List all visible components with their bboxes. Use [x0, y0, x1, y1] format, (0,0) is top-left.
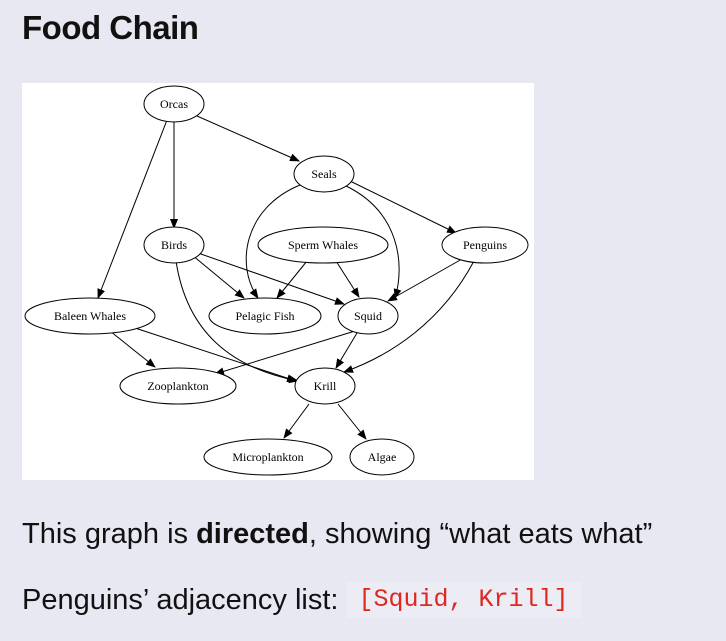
graph-description: This graph is directed, showing “what ea…	[22, 516, 652, 552]
node-orcas: Orcas	[143, 85, 205, 123]
node-label-algae: Algae	[368, 450, 397, 464]
node-algae: Algae	[349, 438, 415, 476]
food-chain-diagram: Orcas Seals Birds Sperm Whales Penguins …	[22, 83, 534, 480]
node-label-sperm-whales: Sperm Whales	[288, 238, 358, 252]
description-emphasis: directed	[196, 518, 309, 550]
edge-baleen-whales-zooplankton	[109, 330, 156, 368]
node-microplankton: Microplankton	[203, 438, 333, 476]
edge-sperm-whales-squid	[335, 260, 360, 298]
edge-krill-microplankton	[283, 403, 310, 439]
node-label-pelagic-fish: Pelagic Fish	[236, 309, 295, 323]
adjacency-line: Penguins’ adjacency list:[Squid, Krill]	[22, 582, 581, 618]
node-sperm-whales: Sperm Whales	[257, 226, 389, 264]
node-label-seals: Seals	[311, 167, 337, 181]
description-suffix: , showing “what eats what”	[308, 518, 653, 550]
edge-birds-krill	[175, 260, 299, 384]
node-label-zooplankton: Zooplankton	[147, 379, 208, 393]
edge-seals-squid	[343, 184, 402, 299]
adjacency-code: [Squid, Krill]	[346, 582, 581, 618]
edge-orcas-baleen-whales	[97, 119, 168, 299]
node-zooplankton: Zooplankton	[119, 367, 237, 405]
node-seals: Seals	[293, 155, 355, 193]
node-penguins: Penguins	[441, 226, 529, 264]
edge-sperm-whales-pelagic-fish	[276, 260, 308, 299]
edge-penguins-squid	[387, 258, 463, 302]
edge-birds-pelagic-fish	[191, 254, 245, 299]
edge-birds-squid	[197, 252, 345, 305]
node-baleen-whales: Baleen Whales	[24, 297, 156, 335]
node-pelagic-fish: Pelagic Fish	[208, 297, 322, 335]
adjacency-label: Penguins’ adjacency list:	[22, 584, 339, 616]
description-prefix: This graph is	[22, 518, 197, 550]
graph-canvas: Orcas Seals Birds Sperm Whales Penguins …	[24, 85, 529, 476]
node-squid: Squid	[337, 297, 399, 335]
node-birds: Birds	[143, 226, 205, 264]
node-label-microplankton: Microplankton	[232, 450, 303, 464]
node-label-krill: Krill	[314, 379, 337, 393]
edge-krill-algae	[337, 403, 367, 440]
node-label-birds: Birds	[161, 238, 187, 252]
node-label-squid: Squid	[354, 309, 382, 323]
node-label-orcas: Orcas	[160, 97, 188, 111]
edge-squid-zooplankton	[214, 330, 356, 376]
node-label-baleen-whales: Baleen Whales	[54, 309, 126, 323]
page-title: Food Chain	[22, 9, 199, 46]
graph-edges	[97, 115, 475, 440]
edge-penguins-krill	[343, 260, 475, 373]
edge-seals-pelagic-fish	[245, 184, 301, 299]
edge-seals-penguins	[349, 180, 457, 234]
edge-orcas-seals	[196, 115, 300, 162]
node-label-penguins: Penguins	[463, 238, 507, 252]
graph-nodes: Orcas Seals Birds Sperm Whales Penguins …	[24, 85, 529, 476]
node-krill: Krill	[294, 367, 356, 405]
edge-baleen-whales-krill	[131, 326, 297, 382]
edge-squid-krill	[335, 332, 358, 369]
